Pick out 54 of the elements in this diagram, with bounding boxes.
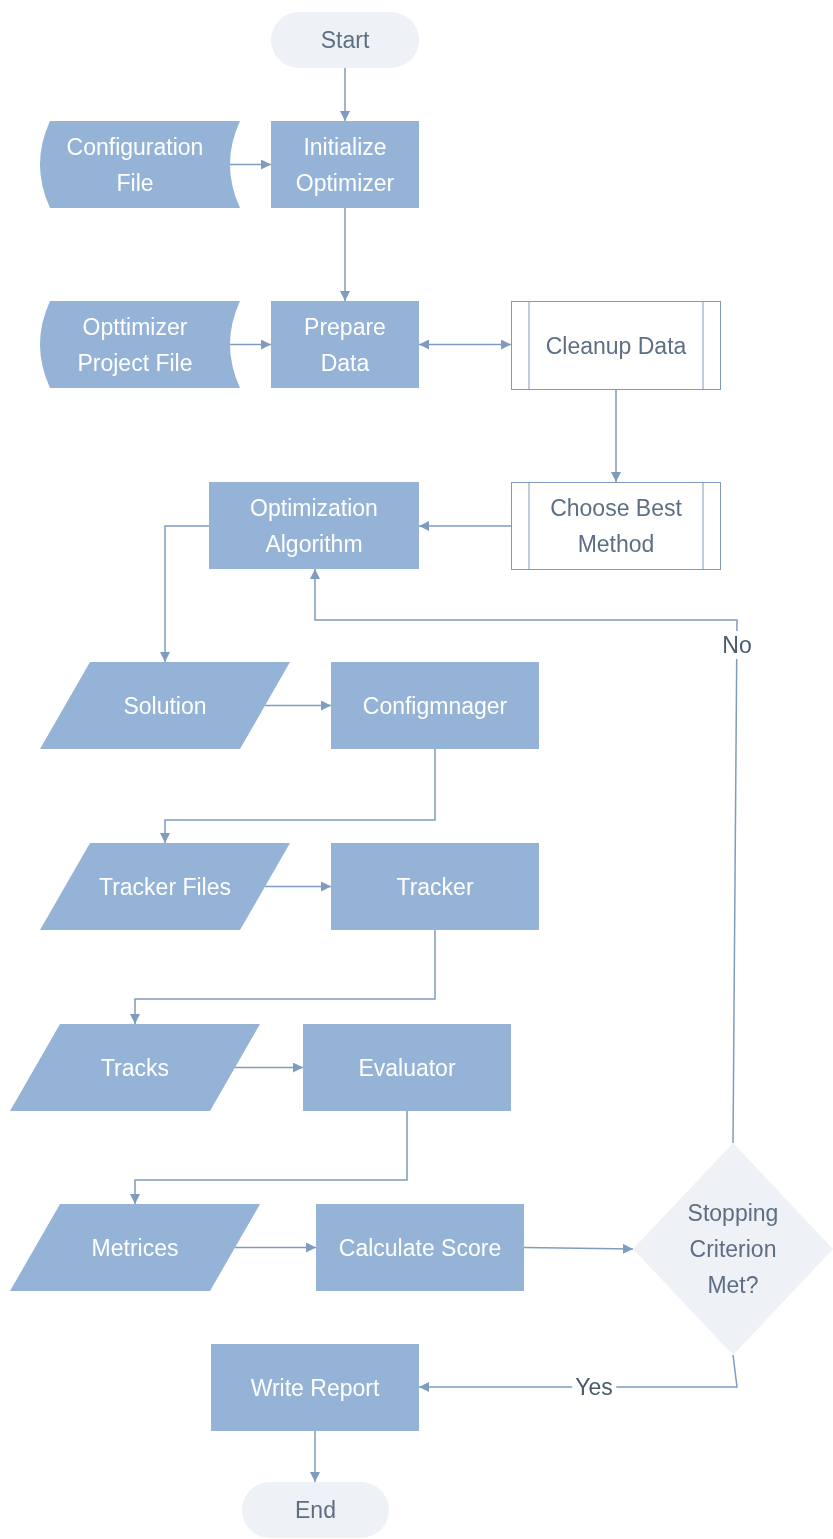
node-text: Stopping Criterion Met? xyxy=(686,1199,780,1300)
terminator-pill xyxy=(242,1482,389,1538)
arrow xyxy=(229,339,272,350)
arrow xyxy=(234,1242,317,1253)
node-text: Choose Best Method xyxy=(549,494,683,559)
node-text: Metrices xyxy=(91,1233,179,1263)
arrow xyxy=(418,521,512,531)
arrow xyxy=(523,1243,634,1254)
arrow xyxy=(130,1110,408,1205)
node-text: End xyxy=(295,1496,336,1525)
arrow xyxy=(229,159,272,170)
predefined-process-box xyxy=(511,301,721,390)
process-box xyxy=(209,482,419,569)
arrow xyxy=(264,700,332,711)
process-box xyxy=(303,1024,511,1111)
node-text: Tracks xyxy=(100,1053,170,1083)
process-box xyxy=(331,843,539,930)
node-text: Cleanup Data xyxy=(545,331,687,361)
process-box xyxy=(331,662,539,749)
node-text: Configuration File xyxy=(65,132,205,198)
node-text: Configmnager xyxy=(362,691,508,721)
arrow xyxy=(310,568,738,1144)
arrow xyxy=(310,1430,320,1483)
data-parallelogram xyxy=(40,843,290,930)
node-text: Tracker Files xyxy=(98,872,232,902)
node-text: Start xyxy=(320,26,370,55)
node-text: Opttimizer Project File xyxy=(76,312,194,378)
node-text: Initialize Optimizer xyxy=(294,132,396,198)
node-text: Solution xyxy=(123,691,207,721)
predefined-process-box xyxy=(511,482,721,570)
terminator-pill xyxy=(271,12,419,68)
arrow xyxy=(340,207,350,302)
arrow xyxy=(160,748,436,844)
data-parallelogram xyxy=(10,1024,260,1111)
data-parallelogram xyxy=(10,1204,260,1291)
process-box xyxy=(271,301,419,388)
arrow xyxy=(418,339,512,350)
arrow xyxy=(234,1062,304,1073)
node-text: Prepare Data xyxy=(303,312,387,378)
arrow xyxy=(340,67,350,122)
node-text: Calculate Score xyxy=(338,1233,502,1263)
process-box xyxy=(211,1344,419,1431)
node-text: Optimization Algorithm xyxy=(249,493,379,559)
node-text: Tracker xyxy=(396,872,474,902)
arrow xyxy=(130,929,436,1025)
arrow xyxy=(611,389,621,483)
node-text: Evaluator xyxy=(358,1053,456,1083)
process-box xyxy=(271,121,419,208)
node-text: Write Report xyxy=(250,1373,380,1403)
decision-diamond xyxy=(633,1143,833,1355)
arrow xyxy=(264,881,332,892)
arrow xyxy=(160,525,210,663)
data-parallelogram xyxy=(40,662,290,749)
process-box xyxy=(316,1204,524,1291)
